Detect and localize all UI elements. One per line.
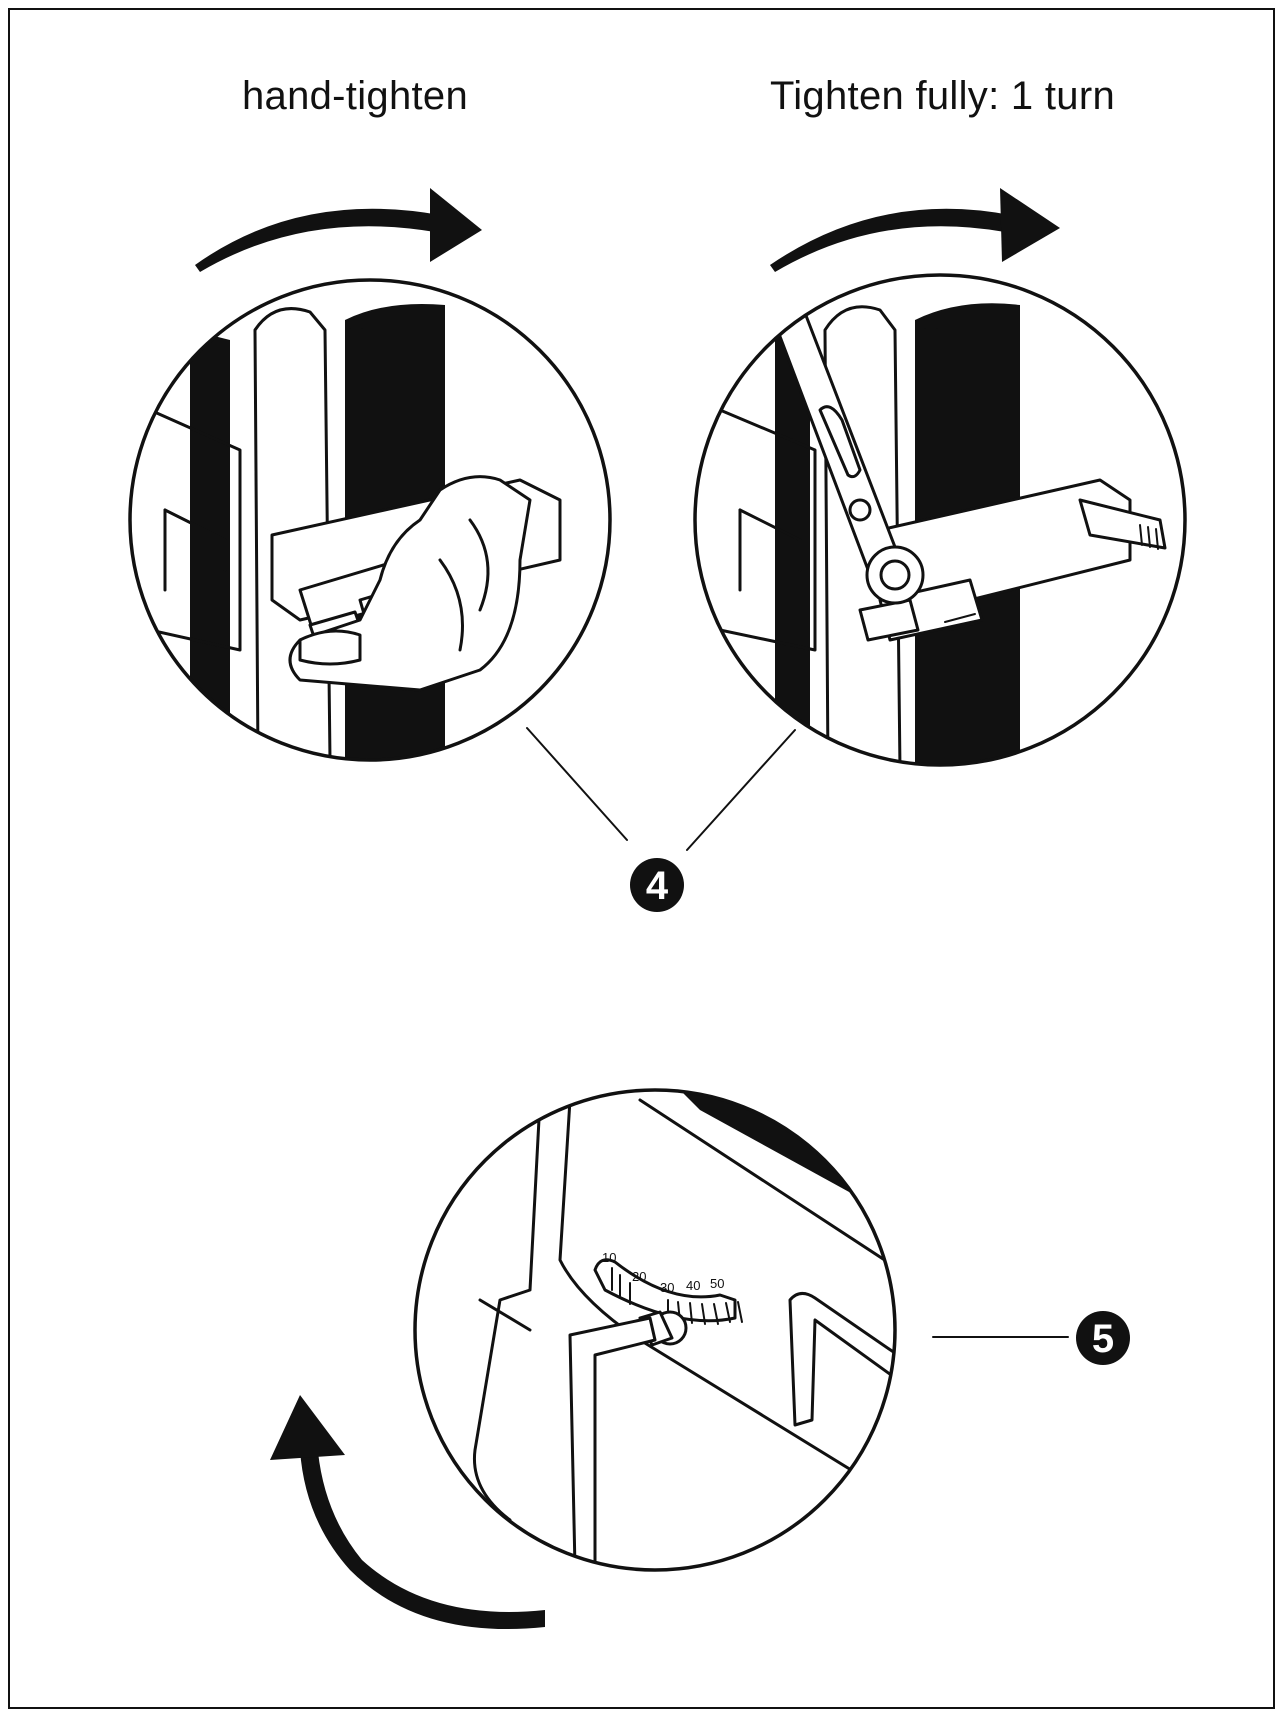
step-5-number: 5 xyxy=(1092,1317,1114,1361)
clockwise-arrow-icon xyxy=(195,188,482,272)
step-4-number: 4 xyxy=(646,864,669,908)
step-4-callout: 4 xyxy=(630,858,684,912)
leader-line-left xyxy=(526,727,628,841)
caption-hand-tighten: hand-tighten xyxy=(242,74,469,118)
scale-tick-10: 10 xyxy=(602,1250,616,1265)
leader-line-right xyxy=(686,729,796,851)
scale-tick-30: 30 xyxy=(660,1280,674,1295)
counterclockwise-arrow-icon xyxy=(270,1395,545,1630)
clockwise-arrow-icon xyxy=(770,188,1060,272)
step-5-callout: 5 xyxy=(1076,1311,1130,1365)
caption-tighten-fully: Tighten fully: 1 turn xyxy=(770,74,1115,118)
detail-hand-tighten xyxy=(128,278,612,762)
page-frame xyxy=(8,8,1275,1709)
scale-tick-50: 50 xyxy=(710,1276,724,1291)
scale-tick-20: 20 xyxy=(632,1269,646,1284)
detail-tighten-fully xyxy=(693,273,1187,767)
detail-angle-adjust: 10 20 30 40 50 xyxy=(413,1088,897,1572)
scale-tick-40: 40 xyxy=(686,1278,700,1293)
